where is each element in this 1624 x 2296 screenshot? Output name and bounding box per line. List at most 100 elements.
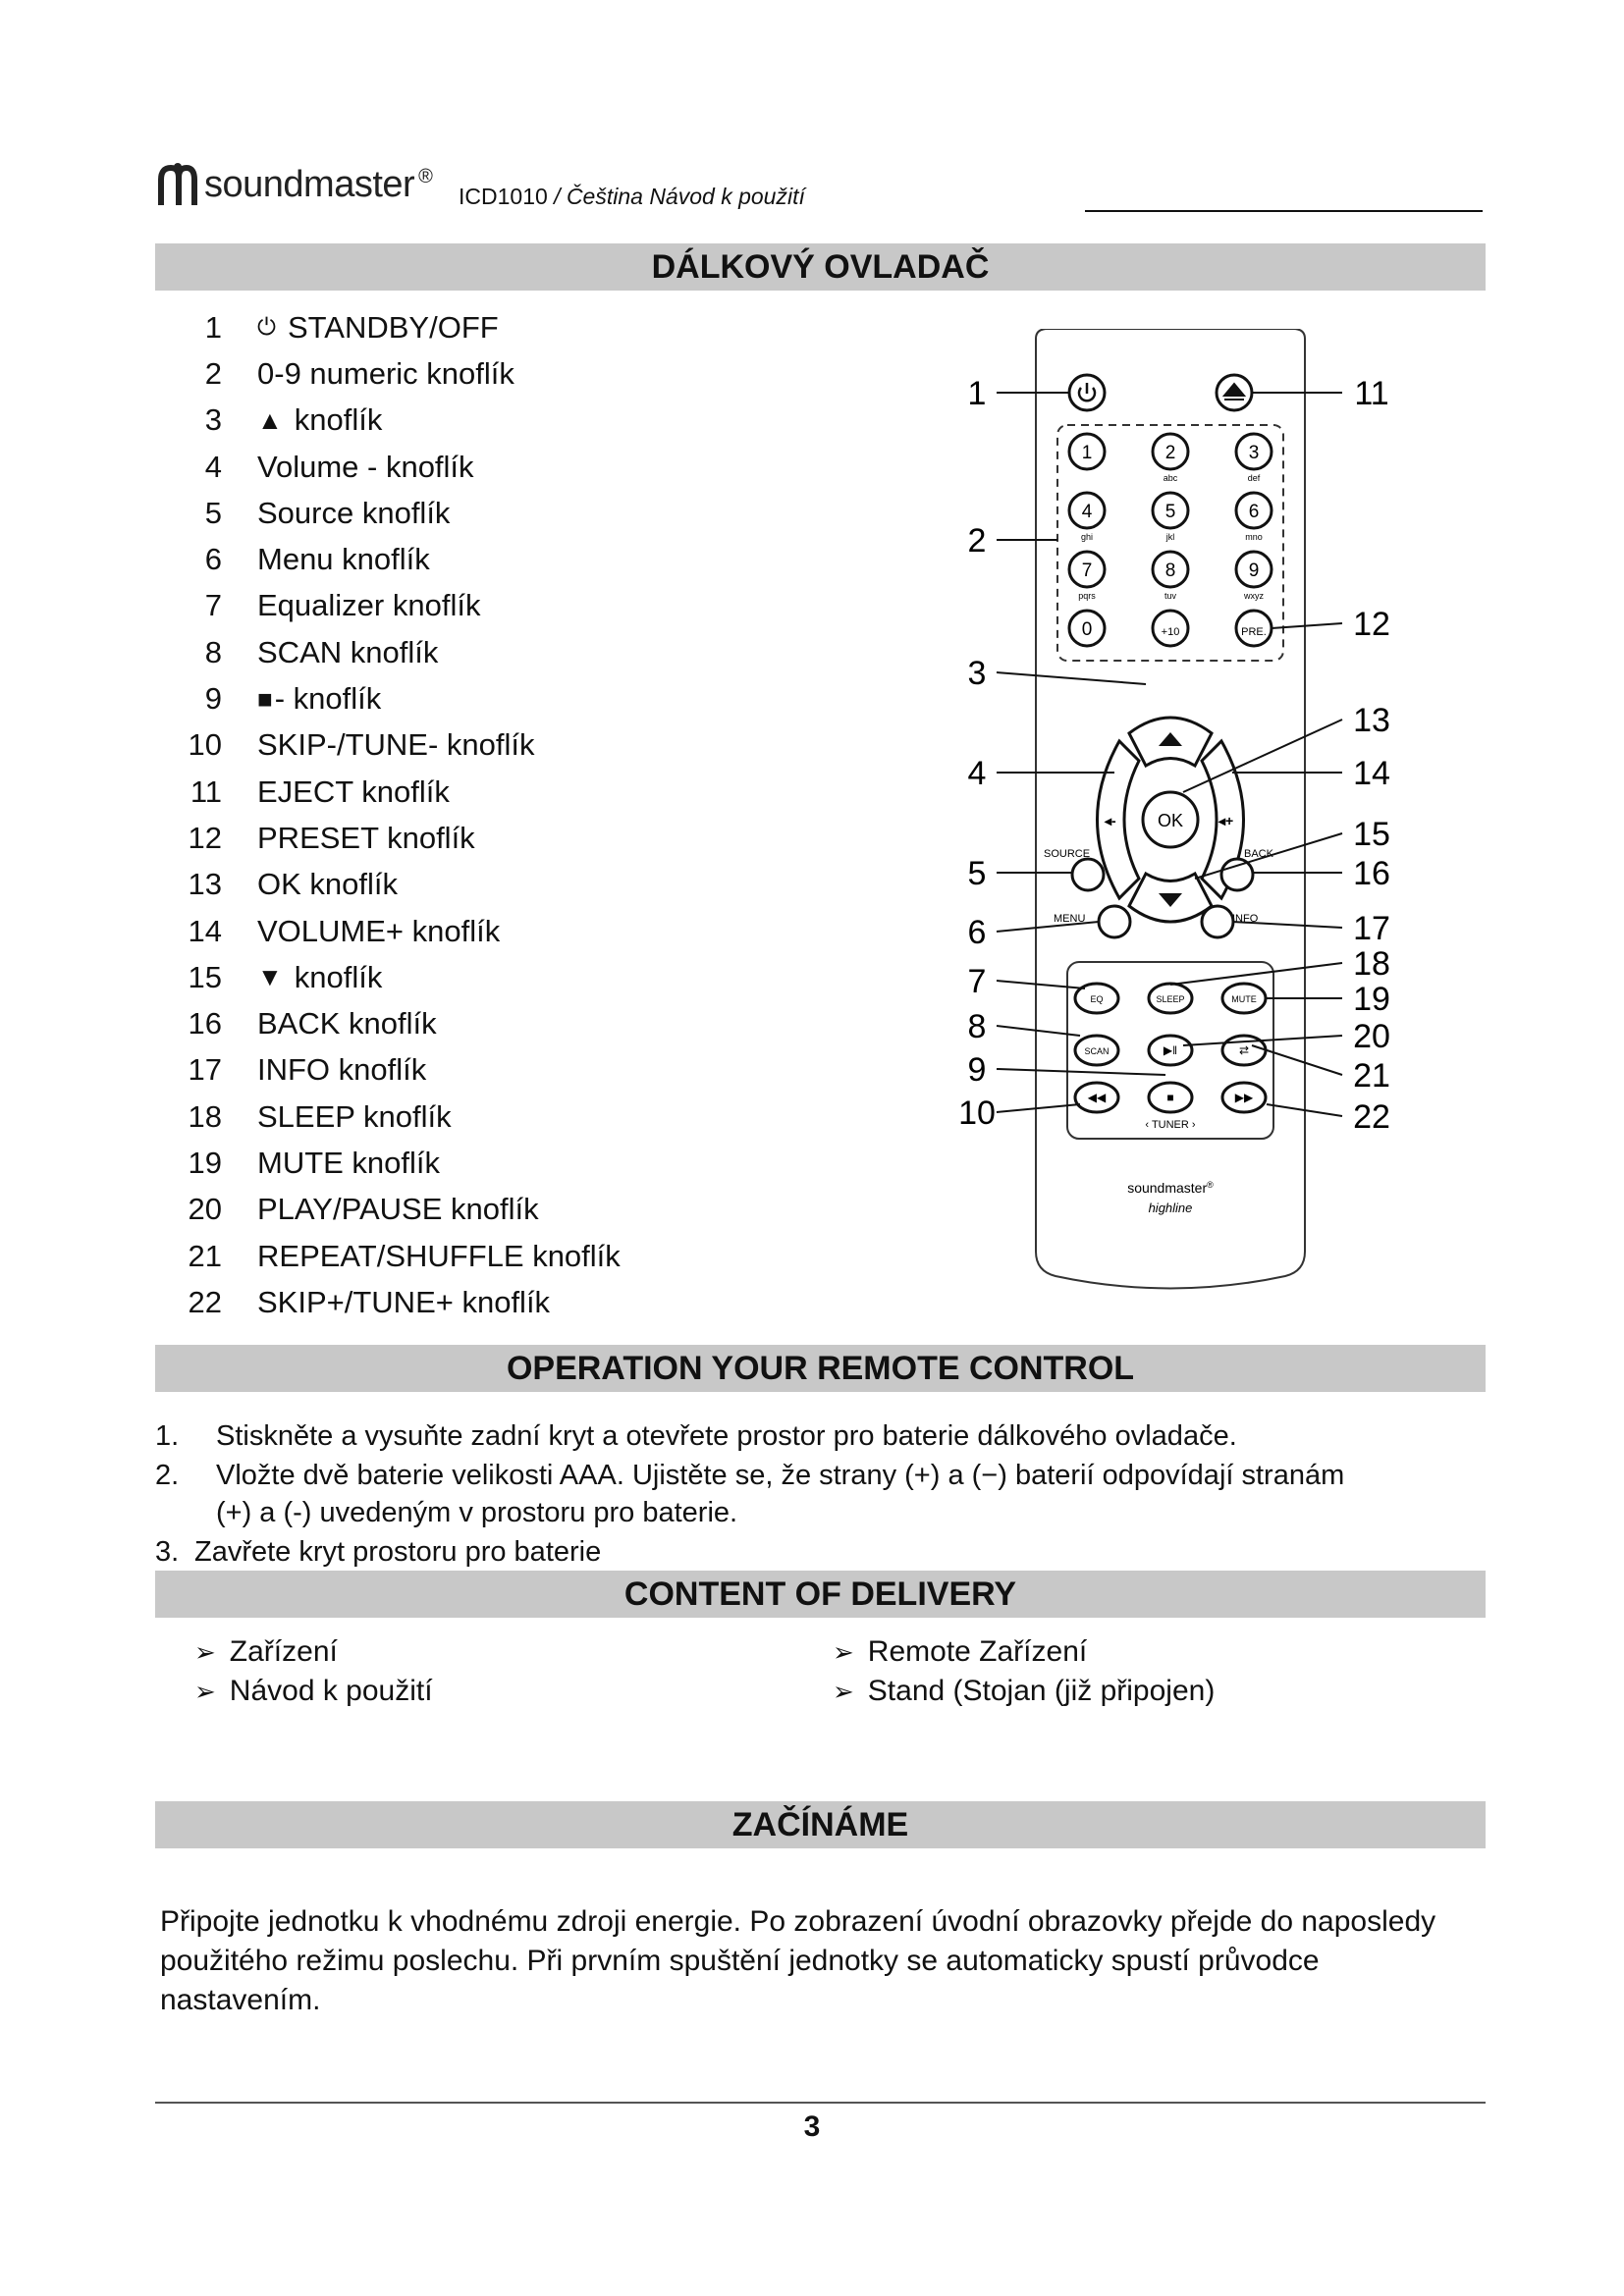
callout-line [996,980,1086,989]
start-paragraph: Připojte jednotku k vhodnému zdroji ener… [160,1905,1436,2016]
transport-button [1220,1081,1268,1114]
callout-number: 10 [958,1095,996,1132]
digit-button [1151,491,1190,530]
callout-line [996,671,1147,685]
transport-icon: ■ [1166,1091,1173,1104]
menu-label: MENU [1054,913,1085,925]
eject-icon [1221,382,1247,400]
step-text: Stiskněte a vysuňte zadní kryt a otevřet… [216,1420,1237,1452]
item-label: REPEAT/SHUFFLE knoflík [257,1238,621,1273]
transport-icon: ⇄ [1239,1043,1249,1057]
item-number: 13 [188,867,222,902]
item-number: 2 [204,355,222,391]
item-number: 19 [188,1145,222,1180]
callout-number: 15 [1353,816,1390,853]
digit-label: 3 [1249,443,1260,463]
down-triangle-icon: ▼ [257,962,283,992]
callout-number: 4 [968,755,987,792]
volume-down-button [1096,738,1141,901]
delivery-list-right: ➢Remote Zařízení ➢Stand (Stojan (již při… [833,1635,1215,1714]
power-icon: ⏻ [257,313,276,341]
section-remote-heading: DÁLKOVÝ OVLADAČ [155,243,1486,291]
scan-label: SCAN [1084,1046,1109,1056]
footer-rule [155,2102,1486,2104]
digit-label: 4 [1082,502,1093,522]
callout-line [1231,921,1343,929]
digit-button [1234,491,1273,530]
numeric-pad-area [1056,424,1284,662]
soundmaster-logo-icon [158,163,197,205]
callout-number: 14 [1353,755,1390,792]
digit-label: 7 [1082,561,1093,581]
item-number: 21 [188,1238,222,1273]
callout-number: 12 [1353,606,1390,643]
transport-icon: ▶▶ [1235,1091,1254,1104]
remote-key-item: 15▼knoflík [187,954,621,1000]
remote-key-item: 16 BACK knoflík [187,1000,621,1046]
item-number: 1 [204,309,222,345]
callout-number: 3 [968,655,987,692]
callout-number: 19 [1353,981,1390,1018]
callout-number: 5 [968,855,987,892]
item-label: SCAN knoflík [257,634,439,669]
item-label: BACK knoflík [257,1006,437,1041]
item-number: 20 [188,1192,222,1227]
digit-sublabel: jkl [1165,532,1175,542]
arrow-bullet-icon: ➢ [194,1637,216,1667]
back-button [1219,857,1255,892]
digit-sublabel: ghi [1081,532,1093,542]
digit-button [1151,550,1190,589]
callout-line [1182,1035,1343,1046]
item-label: - knoflík [274,681,382,717]
item-label: SKIP+/TUNE+ knoflík [257,1284,551,1319]
section-operation-heading: OPERATION YOUR REMOTE CONTROL [155,1345,1486,1392]
transport-button [1147,1081,1194,1114]
volume-minus-icon: ◂- [1104,813,1116,828]
callout-line [1271,622,1343,629]
digit-label: 2 [1165,443,1176,463]
callout-line [996,1103,1081,1113]
item-label: PLAY/PAUSE knoflík [257,1192,539,1227]
delivery-item: ➢Stand (Stojan (již připojen) [833,1675,1216,1707]
item-label: Equalizer knoflík [257,588,481,623]
item-label: knoflík [294,402,383,438]
document-title: ICD1010 / Čeština Návod k použití [459,184,805,209]
transport-button [1073,982,1120,1015]
remote-sub-brand: highline [1149,1201,1193,1215]
item-label: PRESET knoflík [257,820,475,855]
ok-button [1141,790,1200,849]
transport-button [1073,1034,1120,1067]
arrow-bullet-icon: ➢ [833,1637,854,1667]
item-number: 16 [188,1006,222,1041]
digit-sublabel: tuv [1164,591,1177,601]
section-delivery-heading: CONTENT OF DELIVERY [155,1571,1486,1618]
callout-number: 17 [1353,910,1390,947]
callout-line [996,1068,1166,1076]
callout-line [1169,962,1343,986]
delivery-item: ➢Návod k použití [194,1675,433,1707]
eject-triangle-icon: ▲ [257,404,283,435]
digit-sublabel: mno [1245,532,1263,542]
step-number: 2. [155,1460,180,1491]
eq-label: EQ [1090,994,1103,1004]
brand-name: soundmaster® [204,163,433,205]
item-number: 9 [204,681,222,717]
callout-number: 2 [968,522,987,560]
remote-key-item: 3▲knoflík [187,398,621,444]
step-number: 3. [155,1536,180,1568]
transport-button [1073,1081,1120,1114]
mute-label: MUTE [1231,994,1257,1004]
source-label: SOURCE [1044,848,1090,860]
callout-line [1182,719,1343,793]
up-arrow-icon [1159,732,1182,746]
remote-key-item: 21 REPEAT/SHUFFLE knoflík [187,1233,621,1279]
callout-number: 21 [1353,1057,1390,1095]
callout-number: 8 [968,1008,987,1045]
ok-label: OK [1158,811,1183,830]
transport-area [1066,961,1274,1140]
